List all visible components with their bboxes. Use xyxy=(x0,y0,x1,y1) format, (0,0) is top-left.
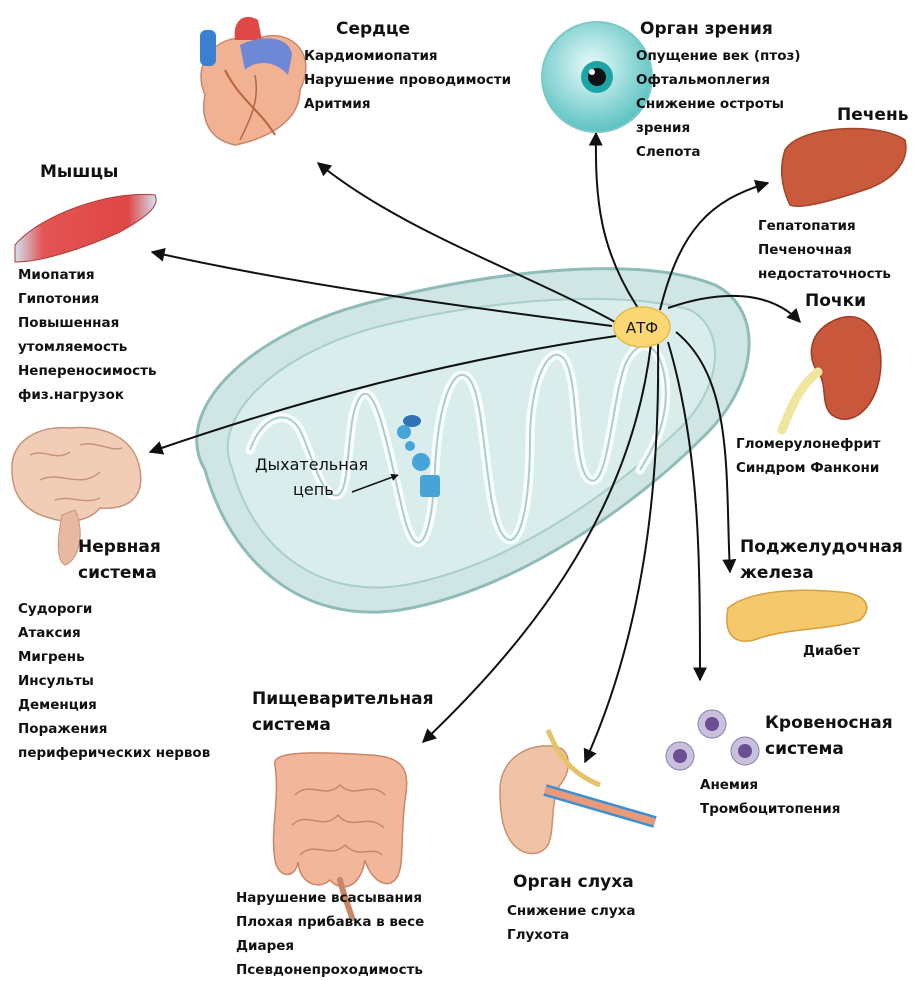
eye-item: Слепота xyxy=(636,144,701,160)
brain-item: Судороги xyxy=(18,601,92,617)
gut-item: Псевдонепроходимость xyxy=(236,962,423,978)
eye-item: Снижение остроты xyxy=(636,96,784,112)
muscle-item: физ.нагрузок xyxy=(18,387,124,403)
kidney-icon xyxy=(782,317,881,430)
eye-item: зрения xyxy=(636,120,690,136)
brain-title: Нервная система xyxy=(78,537,167,583)
heart-icon xyxy=(200,17,306,145)
eye-item: Опущение век (птоз) xyxy=(636,48,801,64)
ear-labels: Орган слуха Снижение слуха Глухота xyxy=(507,872,635,943)
liver-title: Печень xyxy=(837,105,908,125)
gut-item: Нарушение всасывания xyxy=(236,890,422,906)
gut-item: Диарея xyxy=(236,938,294,954)
muscle-item: Миопатия xyxy=(18,267,95,283)
gut-title: Пищеварительная система xyxy=(252,689,439,735)
blood-title: Кровеносная система xyxy=(765,713,899,759)
muscle-item: Повышенная xyxy=(18,315,119,331)
brain-item: Мигрень xyxy=(18,649,85,665)
eye-title: Орган зрения xyxy=(640,19,773,39)
liver-item: недостаточность xyxy=(758,266,891,282)
ear-item: Снижение слуха xyxy=(507,903,635,919)
eye-labels: Орган зрения Опущение век (птоз) Офтальм… xyxy=(636,19,801,160)
muscle-item: утомляемость xyxy=(18,339,127,355)
muscle-title: Мышцы xyxy=(40,162,118,182)
brain-item: Инсульты xyxy=(18,673,94,689)
liver-item: Печеночная xyxy=(758,242,852,258)
muscle-item: Гипотония xyxy=(18,291,99,307)
heart-item: Кардиомиопатия xyxy=(304,48,438,64)
brain-labels: Нервная система Судороги Атаксия Мигрень… xyxy=(18,537,210,761)
muscle-item: Непереносимость xyxy=(18,363,157,379)
pancreas-item: Диабет xyxy=(803,643,860,659)
pancreas-icon xyxy=(727,590,867,641)
brain-item: Поражения xyxy=(18,721,107,737)
blood-item: Тромбоцитопения xyxy=(700,801,840,817)
heart-labels: Сердце Кардиомиопатия Нарушение проводим… xyxy=(304,19,511,112)
blood-item: Анемия xyxy=(700,777,758,793)
atp-label: АТФ xyxy=(626,319,658,337)
heart-title: Сердце xyxy=(336,19,410,39)
atp-badge: АТФ xyxy=(614,307,670,347)
brain-item: Деменция xyxy=(18,697,97,713)
kidney-title: Почки xyxy=(805,291,866,311)
ear-title: Орган слуха xyxy=(513,872,634,892)
liver-icon xyxy=(782,129,906,207)
blood-cells-icon xyxy=(666,710,759,770)
heart-item: Нарушение проводимости xyxy=(304,72,511,88)
heart-item: Аритмия xyxy=(304,96,371,112)
kidney-item: Гломерулонефрит xyxy=(736,436,881,452)
blood-labels: Кровеносная система Анемия Тромбоцитопен… xyxy=(700,713,899,817)
pancreas-title: Поджелудочная железа xyxy=(740,537,909,583)
liver-item: Гепатопатия xyxy=(758,218,856,234)
ear-icon xyxy=(500,730,655,854)
eye-item: Офтальмоплегия xyxy=(636,72,770,88)
brain-item: периферических нервов xyxy=(18,745,210,761)
gut-item: Плохая прибавка в весе xyxy=(236,914,424,930)
kidney-item: Синдром Фанкони xyxy=(736,460,879,476)
muscle-icon xyxy=(15,194,156,262)
ear-item: Глухота xyxy=(507,927,569,943)
brain-item: Атаксия xyxy=(18,625,81,641)
